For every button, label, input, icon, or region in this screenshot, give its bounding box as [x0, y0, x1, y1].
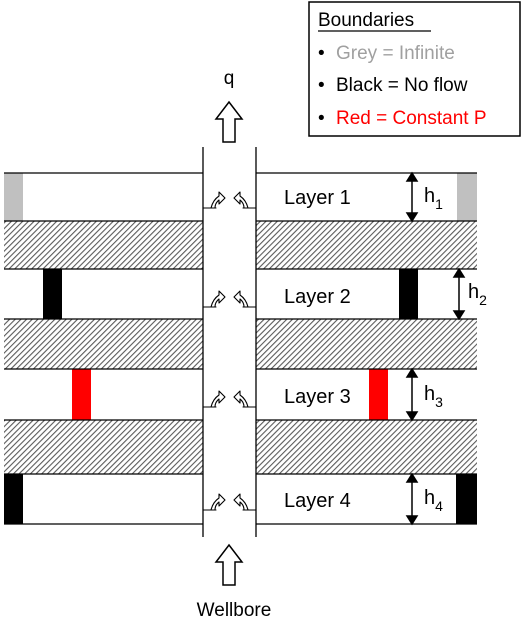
thickness-arrow-icon	[405, 367, 419, 422]
layer-label: Layer 3	[284, 386, 351, 408]
layer-label: Layer 4	[284, 490, 351, 512]
legend-bullet-black: •	[318, 75, 325, 96]
layer-boundaries	[4, 173, 477, 524]
legend-item-red: Red = Constant P	[336, 108, 487, 129]
shale-barrier-left	[4, 221, 203, 269]
boundary-black-right	[456, 474, 477, 524]
inflow-arrow-left-icon	[202, 290, 226, 308]
boundary-red-right	[369, 369, 388, 420]
thickness-arrow-icon	[405, 171, 419, 223]
inflow-arrows	[202, 191, 257, 511]
shale-barrier-right	[256, 319, 477, 369]
inflow-arrow-right-icon	[233, 493, 257, 511]
inflow-arrow-layer-3	[202, 390, 257, 408]
layer-edges	[4, 172, 477, 525]
inflow-arrow-right-icon	[233, 390, 257, 408]
thickness-label: h3	[424, 383, 443, 410]
layer-label: Layer 1	[284, 187, 351, 209]
thickness-label: h1	[424, 185, 443, 212]
shale-barrier-left	[4, 319, 203, 369]
legend-item-grey: Grey = Infinite	[336, 43, 455, 64]
legend: Boundaries • Grey = Infinite • Black = N…	[308, 1, 521, 137]
legend-box	[308, 1, 521, 137]
inflow-arrow-left-icon	[202, 191, 226, 209]
legend-title: Boundaries	[318, 10, 414, 31]
layer-label: Layer 2	[284, 286, 351, 308]
thickness-markers	[405, 171, 466, 526]
boundary-grey-right	[457, 173, 477, 221]
thickness-label: h2	[468, 281, 487, 308]
inflow-arrow-right-icon	[233, 290, 257, 308]
inflow-arrow-layer-4	[202, 493, 257, 511]
legend-bullet-red: •	[318, 108, 325, 129]
inflow-arrow-layer-1	[202, 191, 257, 209]
shale-barrier-right	[256, 221, 477, 269]
shale-barriers	[4, 221, 477, 474]
thickness-arrow-icon	[452, 267, 466, 321]
boundary-black-right	[399, 269, 418, 319]
shale-barrier-right	[256, 420, 477, 474]
thickness-arrow-icon	[405, 472, 419, 526]
boundary-black-left	[4, 474, 23, 524]
boundary-red-left	[72, 369, 91, 420]
legend-item-black: Black = No flow	[336, 75, 468, 96]
wellbore-label: Wellbore	[197, 600, 272, 621]
inflow-arrow-layer-2	[202, 290, 257, 308]
thickness-label: h4	[424, 487, 443, 514]
flow-rate-label: q	[224, 68, 235, 89]
boundary-black-left	[43, 269, 62, 319]
legend-bullet-grey: •	[318, 43, 325, 64]
boundary-grey-left	[4, 173, 23, 221]
shale-barrier-left	[4, 420, 203, 474]
inflow-arrow-right-icon	[233, 191, 257, 209]
inflow-arrow-left-icon	[202, 390, 226, 408]
wellbore-inflow-arrow-icon	[214, 543, 244, 586]
inflow-arrow-left-icon	[202, 493, 226, 511]
outflow-arrow-icon	[214, 100, 244, 143]
